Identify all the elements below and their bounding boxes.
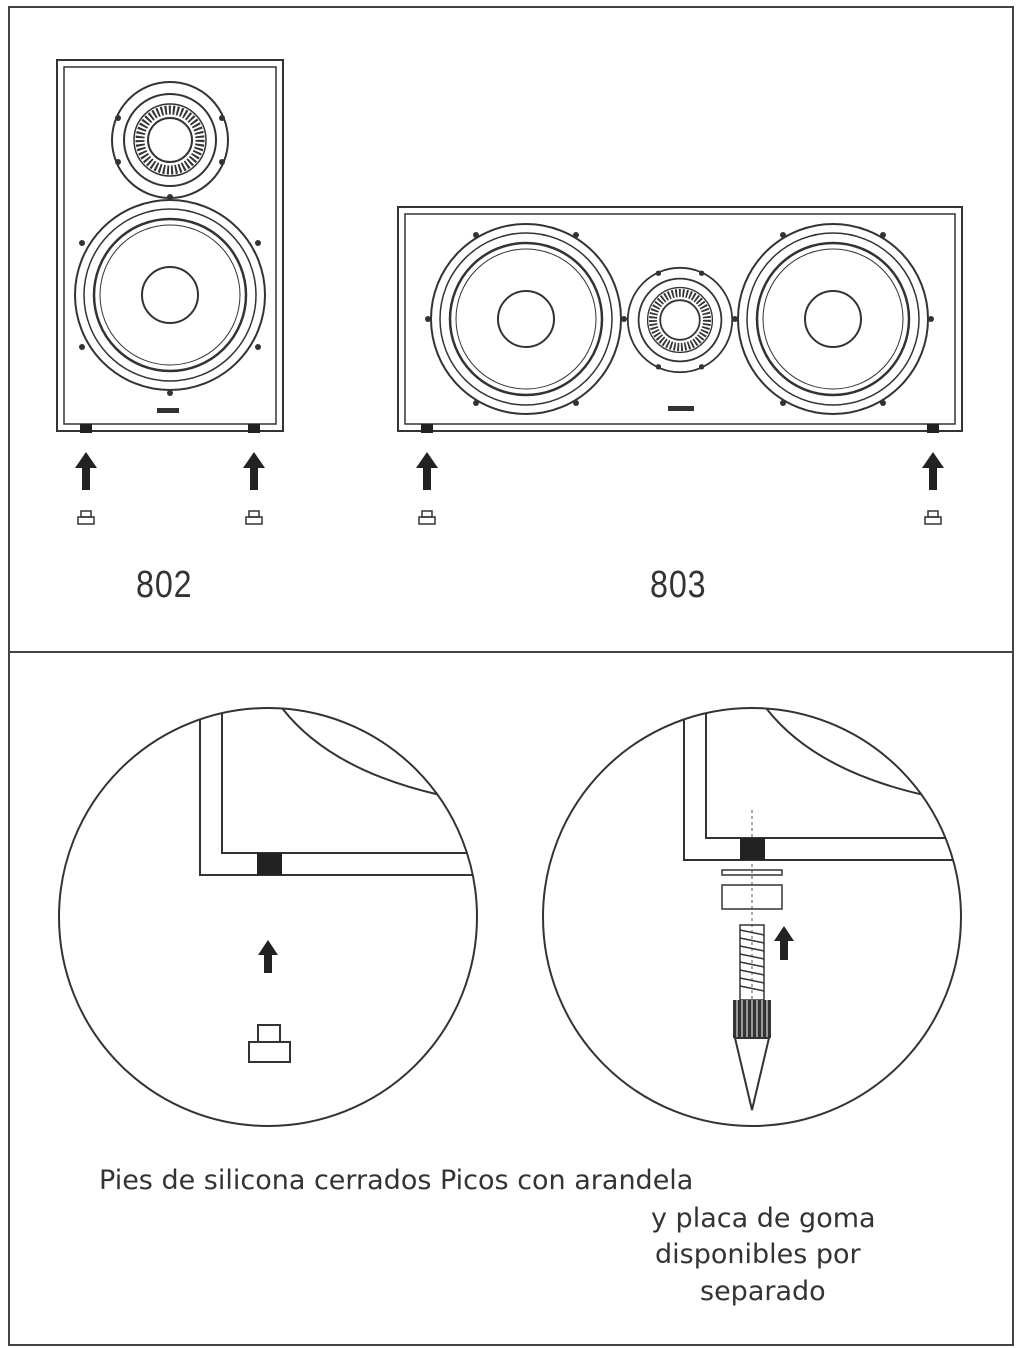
silicone-foot-icon bbox=[418, 510, 436, 525]
detail-silicone-foot bbox=[58, 707, 478, 1127]
up-arrow-icon bbox=[922, 452, 944, 490]
model-label-803: 803 bbox=[650, 564, 707, 606]
silicone-foot-icon bbox=[77, 510, 95, 525]
woofer-802 bbox=[73, 194, 267, 396]
up-arrow-icon bbox=[258, 940, 278, 973]
caption-line-2: y placa de goma bbox=[651, 1203, 876, 1234]
caption-line-3: disponibles por bbox=[655, 1239, 861, 1270]
detail-spike bbox=[542, 707, 962, 1127]
silicone-foot-icon bbox=[924, 510, 942, 525]
speaker-803 bbox=[397, 206, 963, 433]
up-arrow-icon bbox=[416, 452, 438, 490]
up-arrow-icon bbox=[243, 452, 265, 490]
tweeter-803 bbox=[628, 268, 732, 372]
caption-line-1: Pies de silicona cerrados Picos con aran… bbox=[99, 1165, 694, 1196]
woofer-803-right bbox=[732, 222, 934, 416]
woofer-803-left bbox=[425, 222, 627, 416]
caption-line-4: separado bbox=[700, 1276, 826, 1307]
model-label-802: 802 bbox=[136, 564, 193, 606]
up-arrow-icon bbox=[75, 452, 97, 490]
spike-icon bbox=[733, 924, 771, 1111]
diagram-frame bbox=[8, 6, 1014, 1346]
silicone-foot-icon bbox=[245, 510, 263, 525]
section-divider bbox=[8, 651, 1014, 653]
speaker-802 bbox=[56, 59, 284, 433]
tweeter-802 bbox=[112, 82, 228, 198]
silicone-foot-icon bbox=[248, 1024, 291, 1063]
up-arrow-icon bbox=[774, 926, 794, 960]
